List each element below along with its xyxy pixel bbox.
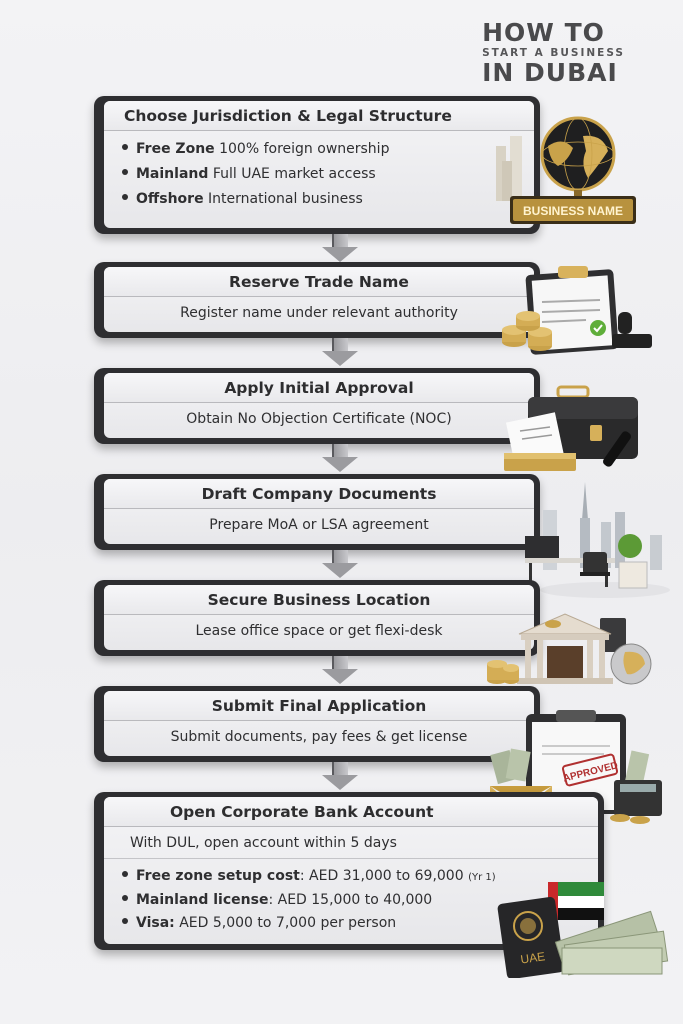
- step-description: Prepare MoA or LSA agreement: [209, 517, 429, 533]
- step-title: Secure Business Location: [104, 585, 534, 615]
- step-card-5: Secure Business Location Lease office sp…: [94, 580, 540, 656]
- title-line-2: START A BUSINESS: [482, 47, 625, 59]
- svg-text:BUSINESS NAME: BUSINESS NAME: [523, 204, 623, 218]
- step-title: Open Corporate Bank Account: [104, 797, 598, 827]
- briefcase-documents-pen-icon: [500, 385, 650, 477]
- globe-trophy-icon: BUSINESS NAME: [488, 106, 638, 234]
- step-description: Obtain No Objection Certificate (NOC): [186, 411, 452, 427]
- approved-license-money-icon: APPROVED: [480, 708, 680, 826]
- step-title: Submit Final Application: [104, 691, 534, 721]
- uae-passport-cash-icon: UAE: [496, 878, 671, 980]
- bullet-icon: [122, 918, 128, 924]
- step-card-3: Apply Initial Approval Obtain No Objecti…: [94, 368, 540, 444]
- step-description: Lease office space or get flexi-desk: [195, 623, 443, 639]
- arrow-down-icon: [322, 234, 358, 264]
- bank-building-globe-icon: [485, 612, 655, 688]
- bullet-item: Mainland license: AED 15,000 to 40,000: [122, 889, 598, 912]
- office-desk-skyline-icon: [515, 480, 675, 600]
- arrow-down-icon: [322, 338, 358, 368]
- step-description: With DUL, open account within 5 days: [104, 827, 598, 859]
- page-title: HOW TO START A BUSINESS IN DUBAI: [482, 20, 625, 86]
- step-card-4: Draft Company Documents Prepare MoA or L…: [94, 474, 540, 550]
- title-line-3: IN DUBAI: [482, 58, 618, 87]
- arrow-down-icon: [322, 444, 358, 474]
- svg-text:UAE: UAE: [520, 949, 546, 966]
- bullet-item: Visa: AED 5,000 to 7,000 per person: [122, 912, 598, 935]
- step-card-6: Submit Final Application Submit document…: [94, 686, 540, 762]
- bullet-item: Mainland Full UAE market access: [122, 162, 534, 187]
- step-description: Submit documents, pay fees & get license: [170, 729, 468, 745]
- title-line-1: HOW TO: [482, 18, 605, 47]
- bullet-icon: [122, 871, 128, 877]
- bullet-icon: [122, 169, 128, 175]
- step-description: Register name under relevant authority: [180, 305, 458, 321]
- clipboard-stamp-coins-icon: [500, 262, 660, 360]
- step-title: Choose Jurisdiction & Legal Structure: [104, 101, 534, 131]
- bullet-item: Free zone setup cost: AED 31,000 to 69,0…: [122, 865, 598, 889]
- bullet-icon: [122, 144, 128, 150]
- step-title: Reserve Trade Name: [104, 267, 534, 297]
- step-title: Draft Company Documents: [104, 479, 534, 509]
- arrow-down-icon: [322, 762, 358, 792]
- bullet-item: Free Zone 100% foreign ownership: [122, 137, 534, 162]
- step-title: Apply Initial Approval: [104, 373, 534, 403]
- step-card-1: Choose Jurisdiction & Legal Structure Fr…: [94, 96, 540, 234]
- bullet-icon: [122, 895, 128, 901]
- step-card-2: Reserve Trade Name Register name under r…: [94, 262, 540, 338]
- arrow-down-icon: [322, 550, 358, 580]
- bullet-icon: [122, 194, 128, 200]
- bullet-item: Offshore International business: [122, 187, 534, 212]
- arrow-down-icon: [322, 656, 358, 686]
